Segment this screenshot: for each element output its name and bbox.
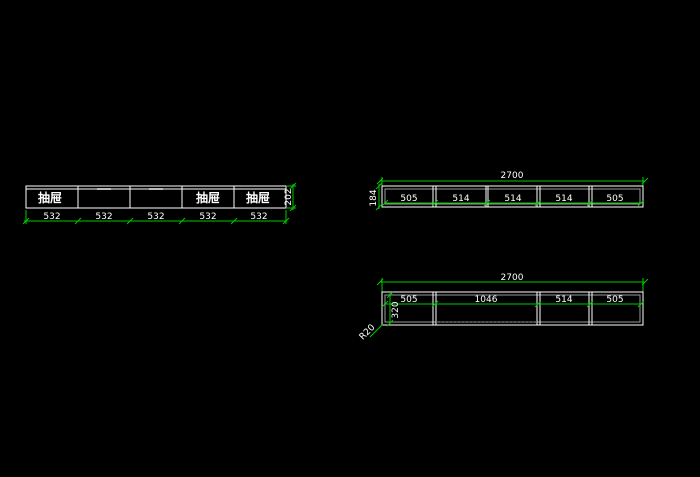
front-width-value: 532: [147, 212, 164, 222]
plan-top-inner-outline: [384, 188, 641, 205]
front-cell-label: 抽屉: [38, 190, 62, 205]
drawer-handle: [97, 188, 111, 190]
plan-bottom-height-value: 320: [391, 301, 401, 318]
plan-top-height-value: 184: [369, 189, 379, 206]
plan-bottom-radius-value: R20: [358, 323, 378, 343]
plan-top-segment-value: 505: [606, 194, 623, 204]
drawer-handle: [149, 188, 163, 190]
front-cell-label: 抽屉: [196, 190, 220, 205]
front-width-value: 532: [95, 212, 112, 222]
plan-top-outline: [381, 185, 644, 208]
front-width-value: 532: [250, 212, 267, 222]
front-elevation: 抽屉 抽屉 抽屉 532 532 532 532 532 202: [22, 182, 297, 225]
front-outline: [25, 185, 287, 209]
plan-bottom-total-value: 2700: [501, 273, 524, 283]
plan-top-segment-value: 514: [555, 194, 572, 204]
plan-bottom-segment-value: 1046: [475, 295, 498, 305]
front-width-value: 532: [43, 212, 60, 222]
front-cell-label: 抽屉: [246, 190, 270, 205]
plan-bottom-segment-value: 505: [606, 295, 623, 305]
plan-bottom-inner-outline: [384, 294, 641, 323]
plan-top-segment-value: 505: [400, 194, 417, 204]
plan-view-top: 2700 505 514 514 514 505 184: [369, 171, 649, 211]
plan-view-bottom: 2700 505 1046 514 505 320 R20: [358, 273, 649, 343]
plan-top-total-value: 2700: [501, 171, 524, 181]
front-height-value: 202: [284, 188, 294, 205]
plan-bottom-outline: [381, 291, 644, 326]
plan-bottom-segment-value: 514: [555, 295, 572, 305]
plan-top-segment-value: 514: [452, 194, 469, 204]
radius-leader-line: [369, 323, 384, 338]
plan-top-segment-value: 514: [504, 194, 521, 204]
plan-bottom-segment-value: 505: [400, 295, 417, 305]
dimension-ticks: [22, 210, 290, 225]
front-width-value: 532: [199, 212, 216, 222]
